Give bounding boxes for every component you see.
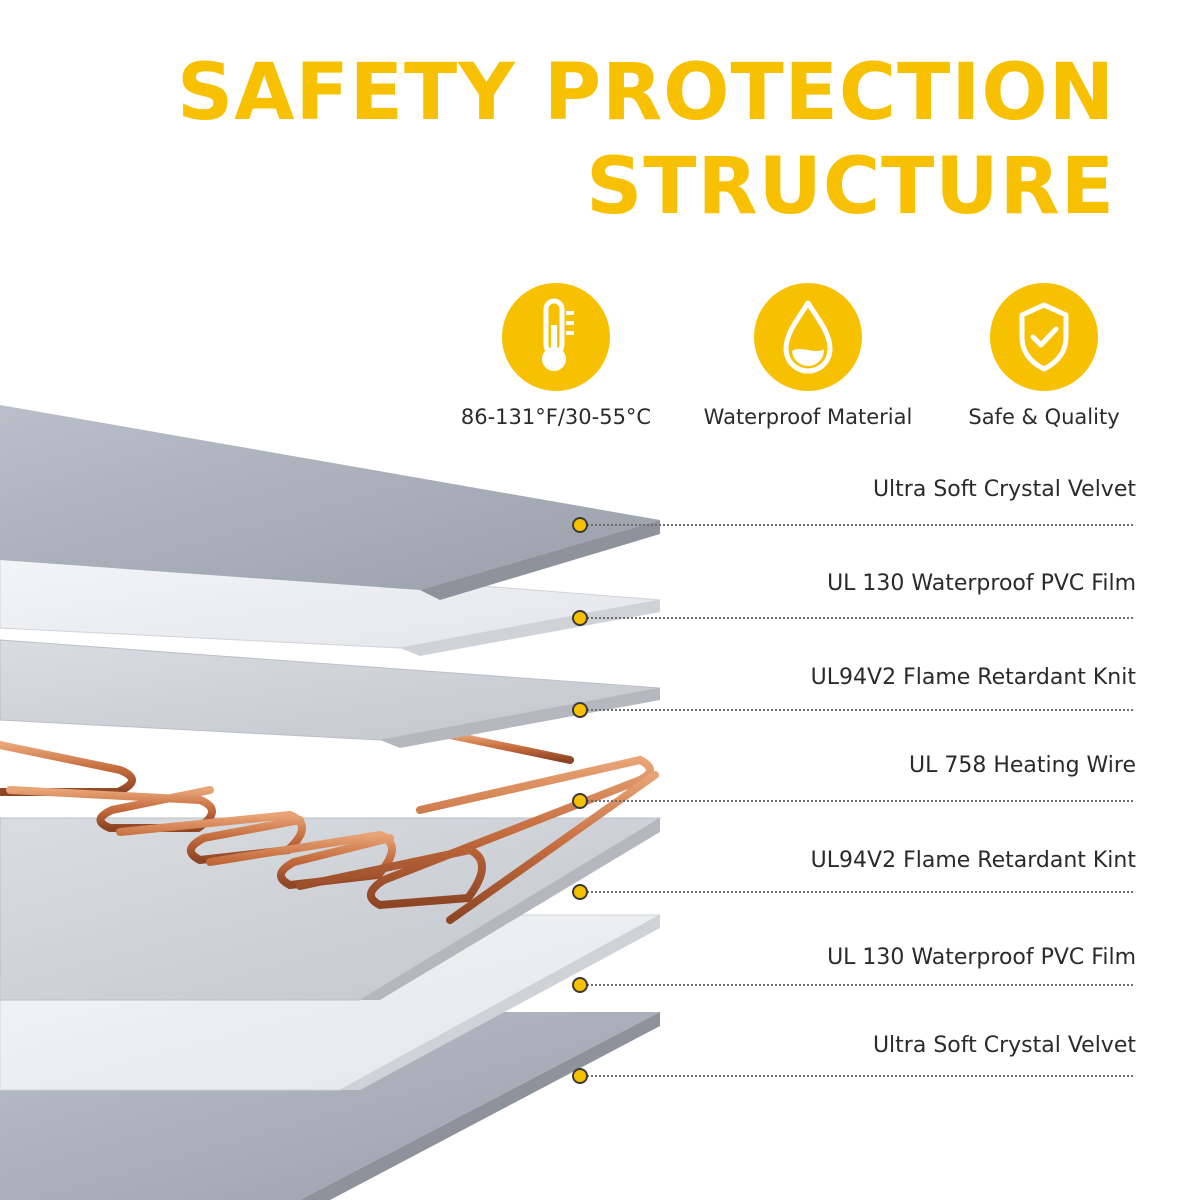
feature-label-safety: Safe & Quality bbox=[968, 405, 1120, 429]
marker-dot-5 bbox=[572, 884, 588, 900]
layer-label-7: Ultra Soft Crystal Velvet bbox=[872, 1033, 1136, 1058]
leader-line-3 bbox=[587, 709, 1133, 711]
marker-dot-6 bbox=[572, 977, 588, 993]
layer-lower-knit bbox=[0, 817, 662, 1001]
leader-line-5 bbox=[587, 891, 1133, 893]
feature-waterproof: Waterproof Material bbox=[688, 283, 928, 429]
layer-label-6: UL 130 Waterproof PVC Film bbox=[827, 945, 1136, 970]
layer-label-3: UL94V2 Flame Retardant Knit bbox=[810, 665, 1136, 690]
leader-line-2 bbox=[587, 617, 1133, 619]
shield-check-icon bbox=[990, 283, 1098, 391]
title-line-1: SAFETY PROTECTION bbox=[176, 48, 1115, 138]
marker-dot-7 bbox=[572, 1068, 588, 1084]
water-drop-icon bbox=[754, 283, 862, 391]
leader-line-4 bbox=[587, 800, 1133, 802]
leader-line-1 bbox=[587, 524, 1133, 526]
layer-label-1: Ultra Soft Crystal Velvet bbox=[872, 477, 1136, 502]
layer-label-5: UL94V2 Flame Retardant Kint bbox=[810, 848, 1136, 873]
feature-temperature: 86-131°F/30-55°C bbox=[436, 283, 676, 429]
leader-line-7 bbox=[587, 1075, 1133, 1077]
marker-dot-1 bbox=[572, 517, 588, 533]
feature-label-waterproof: Waterproof Material bbox=[703, 405, 913, 429]
feature-label-temperature: 86-131°F/30-55°C bbox=[460, 405, 652, 429]
feature-safety: Safe & Quality bbox=[924, 283, 1164, 429]
layer-label-4: UL 758 Heating Wire bbox=[908, 753, 1136, 778]
marker-dot-4 bbox=[572, 793, 588, 809]
layer-heating-wire bbox=[0, 731, 659, 924]
title-line-2: STRUCTURE bbox=[586, 142, 1115, 232]
layer-top-velvet bbox=[0, 405, 660, 600]
marker-dot-3 bbox=[572, 702, 588, 718]
leader-line-6 bbox=[587, 984, 1133, 986]
thermometer-icon bbox=[502, 283, 610, 391]
layer-upper-knit bbox=[0, 639, 661, 748]
marker-dot-2 bbox=[572, 610, 588, 626]
layer-label-2: UL 130 Waterproof PVC Film bbox=[827, 571, 1136, 596]
